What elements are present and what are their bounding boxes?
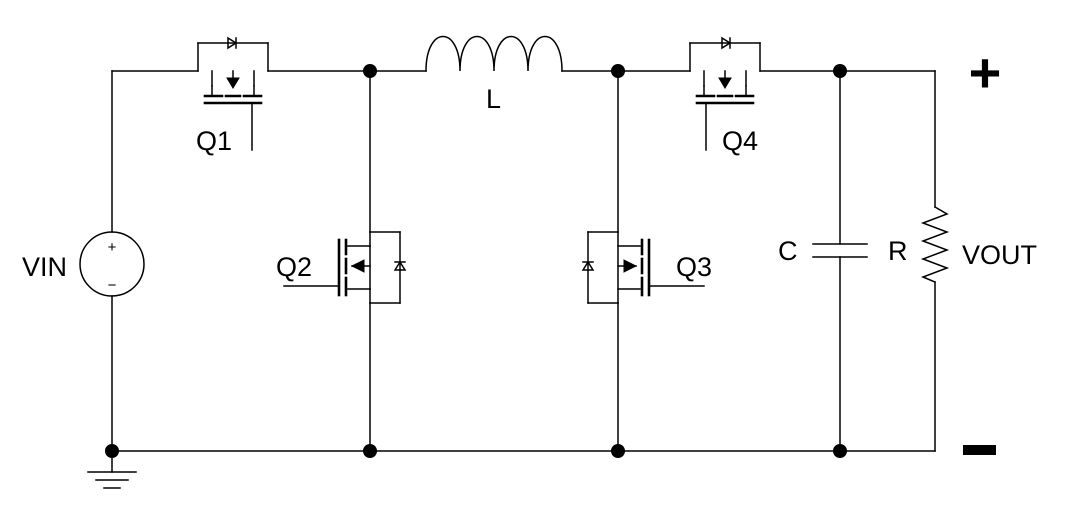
junction-gnd-q3 <box>611 444 625 458</box>
resistor-r <box>920 205 950 283</box>
junction-gnd-cap <box>833 444 847 458</box>
inductor-l <box>425 35 563 72</box>
mosfet-q2 <box>283 231 407 304</box>
junctions <box>105 64 847 458</box>
junction-node-c <box>833 64 847 78</box>
source-plus-sign: + <box>108 239 117 256</box>
label-vin: VIN <box>22 252 67 282</box>
label-vout: VOUT <box>962 240 1037 270</box>
wires <box>111 70 936 473</box>
label-capacitor: C <box>778 236 798 266</box>
mosfet-q1 <box>197 36 269 151</box>
output-plus-terminal: + <box>969 41 1002 104</box>
mosfet-q3 <box>581 231 705 304</box>
ground-symbol <box>87 471 137 489</box>
mosfet-q4 <box>689 36 761 151</box>
source-minus-sign: − <box>108 277 117 294</box>
junction-gnd-q2 <box>363 444 377 458</box>
label-q4: Q4 <box>722 126 758 156</box>
label-q2: Q2 <box>276 252 312 282</box>
output-minus-terminal <box>963 445 996 455</box>
voltage-source-vin: + − <box>79 231 145 297</box>
capacitor-c <box>812 243 868 258</box>
junction-node-a <box>363 64 377 78</box>
junction-gnd-left <box>105 444 119 458</box>
label-resistor: R <box>888 236 908 266</box>
label-inductor: L <box>486 84 501 114</box>
junction-node-b <box>611 64 625 78</box>
label-q1: Q1 <box>196 126 232 156</box>
label-q3: Q3 <box>676 252 712 282</box>
